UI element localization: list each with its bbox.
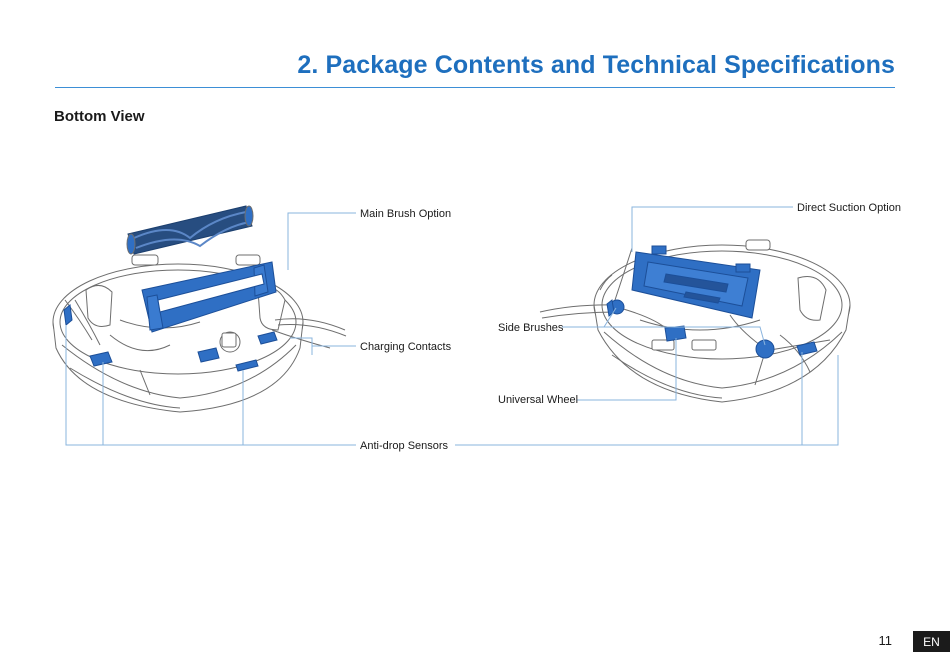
main-brush-roller <box>127 206 253 254</box>
label-charging-contacts: Charging Contacts <box>360 341 452 353</box>
language-badge: EN <box>913 631 950 652</box>
page-number: 11 <box>879 633 893 648</box>
label-universal-wheel: Universal Wheel <box>498 394 578 406</box>
label-side-brushes: Side Brushes <box>498 322 564 334</box>
label-anti-drop-sensors: Anti-drop Sensors <box>360 440 449 452</box>
label-main-brush: Main Brush Option <box>360 208 451 220</box>
label-direct-suction: Direct Suction Option <box>797 202 901 214</box>
